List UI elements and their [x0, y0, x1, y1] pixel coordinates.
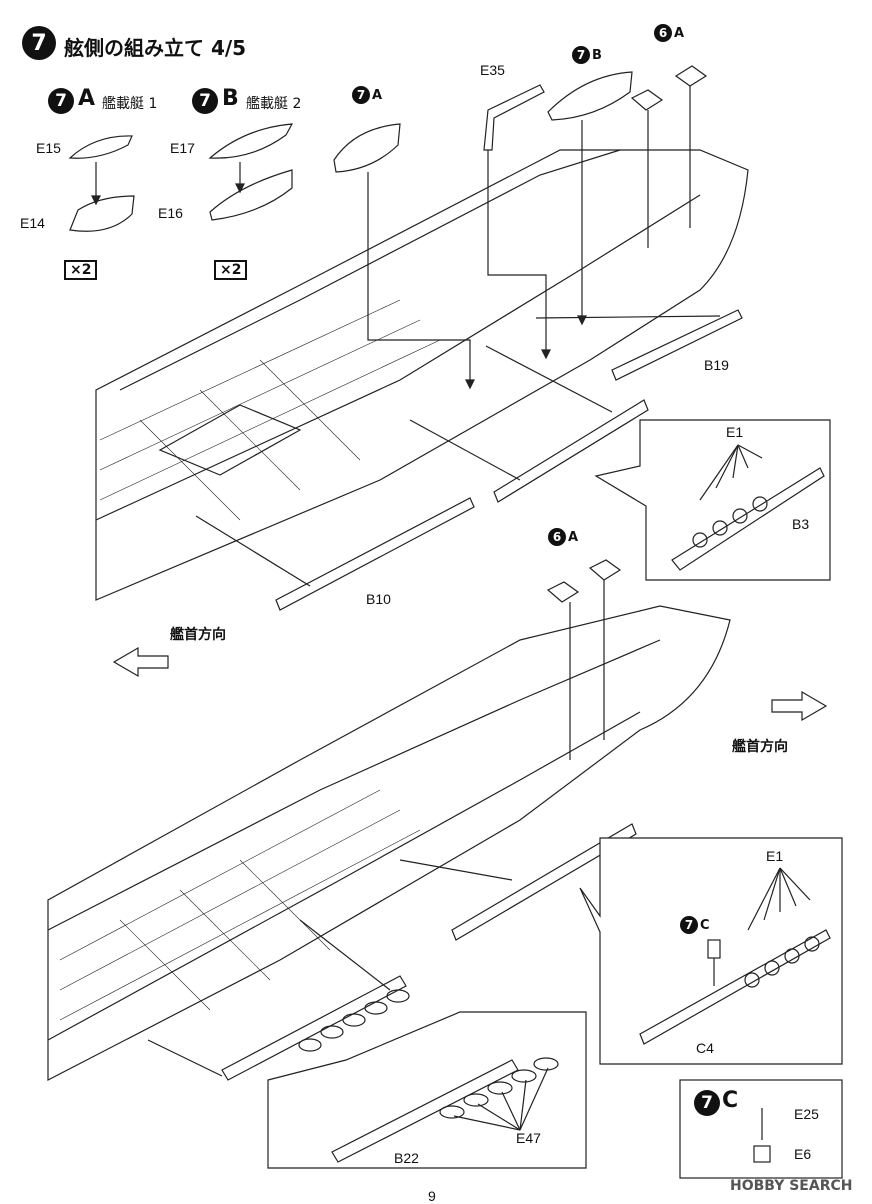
substep-c-number: 7 — [701, 1093, 713, 1113]
page-number: 9 — [428, 1188, 436, 1204]
label-e35: E35 — [480, 62, 505, 78]
callout-7b-letter: B — [592, 48, 602, 63]
label-e6: E6 — [794, 1146, 812, 1162]
boat-e14 — [69, 195, 135, 232]
label-b19: B19 — [704, 357, 729, 373]
part-b22-main — [221, 975, 407, 1081]
part-b10 — [275, 497, 475, 611]
callout-7c-badge: 7 — [680, 916, 698, 934]
callout-6a-bottom-letter: A — [568, 530, 579, 545]
callout-6a-top-number: 6 — [658, 26, 668, 40]
watermark: HOBBY SEARCH — [730, 1178, 853, 1194]
callout-7a-badge: 7 — [352, 86, 370, 104]
label-b22: B22 — [394, 1150, 419, 1166]
label-e15: E15 — [36, 140, 61, 156]
callout-7c-number: 7 — [684, 918, 694, 932]
substep-a-badge: 7 — [48, 88, 74, 114]
boat-e17 — [208, 123, 294, 159]
hull-top — [95, 149, 749, 601]
callout-7a-letter: A — [372, 88, 383, 103]
multiplier-a: ×2 — [64, 260, 98, 280]
callout-7b-badge: 7 — [572, 46, 590, 64]
bow-arrow-left — [112, 646, 169, 678]
part-b3-main — [493, 399, 649, 503]
substep-b-letter: B — [222, 86, 239, 111]
boat-e15 — [68, 135, 133, 159]
hull-bottom — [47, 605, 731, 1081]
part-c4-main — [451, 823, 637, 941]
label-b10: B10 — [366, 591, 391, 607]
substep-c-letter: C — [722, 1088, 739, 1113]
part-b19 — [611, 309, 743, 381]
label-e25: E25 — [794, 1106, 819, 1122]
substep-b-number: 7 — [199, 91, 211, 111]
bow-direction-right-label: 艦首方向 — [732, 739, 788, 755]
substep-a-name: 艦載艇 1 — [102, 96, 158, 112]
callout-6a-top-badge: 6 — [654, 24, 672, 42]
label-c4: C4 — [696, 1040, 714, 1056]
substep-a-letter: A — [78, 86, 96, 111]
label-e16: E16 — [158, 205, 183, 221]
step-badge: 7 — [22, 26, 56, 60]
label-b3: B3 — [792, 516, 810, 532]
callout-6a-bottom-badge: 6 — [548, 528, 566, 546]
bow-direction-left-label: 艦首方向 — [170, 627, 226, 643]
substep-c-badge: 7 — [694, 1090, 720, 1116]
label-e1-top: E1 — [726, 424, 744, 440]
page-title: 舷側の組み立て 4/5 — [64, 36, 247, 60]
substep-a-number: 7 — [55, 91, 67, 111]
boat-e16 — [209, 169, 293, 221]
callout-7a-number: 7 — [356, 88, 366, 102]
step-number: 7 — [31, 30, 47, 56]
callout-7c-letter: C — [700, 918, 710, 933]
substep-b-name: 艦載艇 2 — [246, 96, 302, 112]
label-e1-bottom: E1 — [766, 848, 784, 864]
label-e17: E17 — [170, 140, 195, 156]
callout-7b-number: 7 — [576, 48, 586, 62]
substep-b-badge: 7 — [192, 88, 218, 114]
callout-6a-top-letter: A — [674, 26, 685, 41]
label-e47: E47 — [516, 1130, 541, 1146]
multiplier-b: ×2 — [214, 260, 248, 280]
bow-arrow-right — [771, 690, 828, 722]
callout-6a-bottom-number: 6 — [552, 530, 562, 544]
label-e14: E14 — [20, 215, 45, 231]
